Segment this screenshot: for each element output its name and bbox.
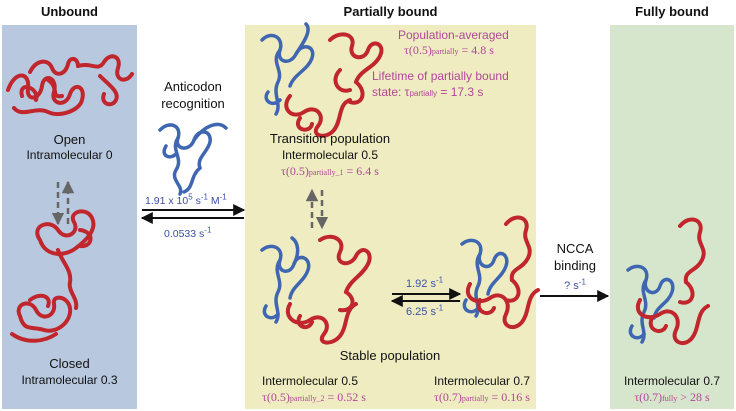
stable-left-protein-structure <box>286 234 372 345</box>
partially-bound-header: Partially bound <box>343 4 438 19</box>
population-averaged-tau: τ(0.5)partially = 4.8 s <box>404 43 494 57</box>
stable-right-tau-label: τ(0.7)partially = 0.16 s <box>434 390 530 404</box>
stable-left-trna-structure <box>260 236 311 324</box>
stable-left-tau-label: τ(0.5)partially_2 = 0.52 s <box>262 390 366 404</box>
population-averaged-title: Population-averaged <box>398 28 509 42</box>
transition-protein-structure <box>284 32 384 138</box>
fully-bound-tau-label: τ(0.7)fully > 28 s <box>634 390 710 404</box>
unbound-header: Unbound <box>40 4 99 19</box>
k-on-rate-label: 1.91 x 105 s-1 M-1 <box>145 192 227 207</box>
fully-bound-state-label: Intermolecular 0.7 <box>623 374 721 388</box>
closed-label: Closed <box>49 356 90 371</box>
transition-state-label: Intermolecular 0.5 <box>281 148 379 162</box>
fully-bound-header: Fully bound <box>635 4 709 19</box>
partially-bound-panel <box>245 25 536 409</box>
k-off-rate-label: 0.0533 s-1 <box>164 225 212 240</box>
stable-population-title: Stable population <box>339 348 441 363</box>
fully-bound-protein-structure <box>636 217 710 346</box>
stable-reverse-rate: 6.25 s-1 <box>406 303 444 318</box>
open-label: Open <box>53 132 86 147</box>
stable-left-state-label: Intermolecular 0.5 <box>262 374 359 388</box>
stable-forward-rate: 1.92 s-1 <box>406 275 444 290</box>
stable-right-trna-structure <box>460 238 509 318</box>
transition-population-title: Transition population <box>269 131 391 146</box>
open-state-label: Intramolecular 0 <box>26 148 113 162</box>
transition-tau-label: τ(0.5)partially_1 = 6.4 s <box>281 164 379 178</box>
stable-right-protein-structure <box>466 215 540 330</box>
stable-right-state-label: Intermolecular 0.7 <box>434 374 531 388</box>
ncca-rate-label: ? s-1 <box>564 277 586 292</box>
closed-protein-structure <box>10 209 96 343</box>
open-protein-structure <box>6 54 134 117</box>
fully-bound-trna-structure <box>626 264 675 344</box>
trna-free-structure <box>158 122 228 196</box>
transition-trna-structure <box>260 22 315 116</box>
closed-state-label: Intramolecular 0.3 <box>21 373 118 387</box>
fully-bound-panel <box>610 25 734 409</box>
